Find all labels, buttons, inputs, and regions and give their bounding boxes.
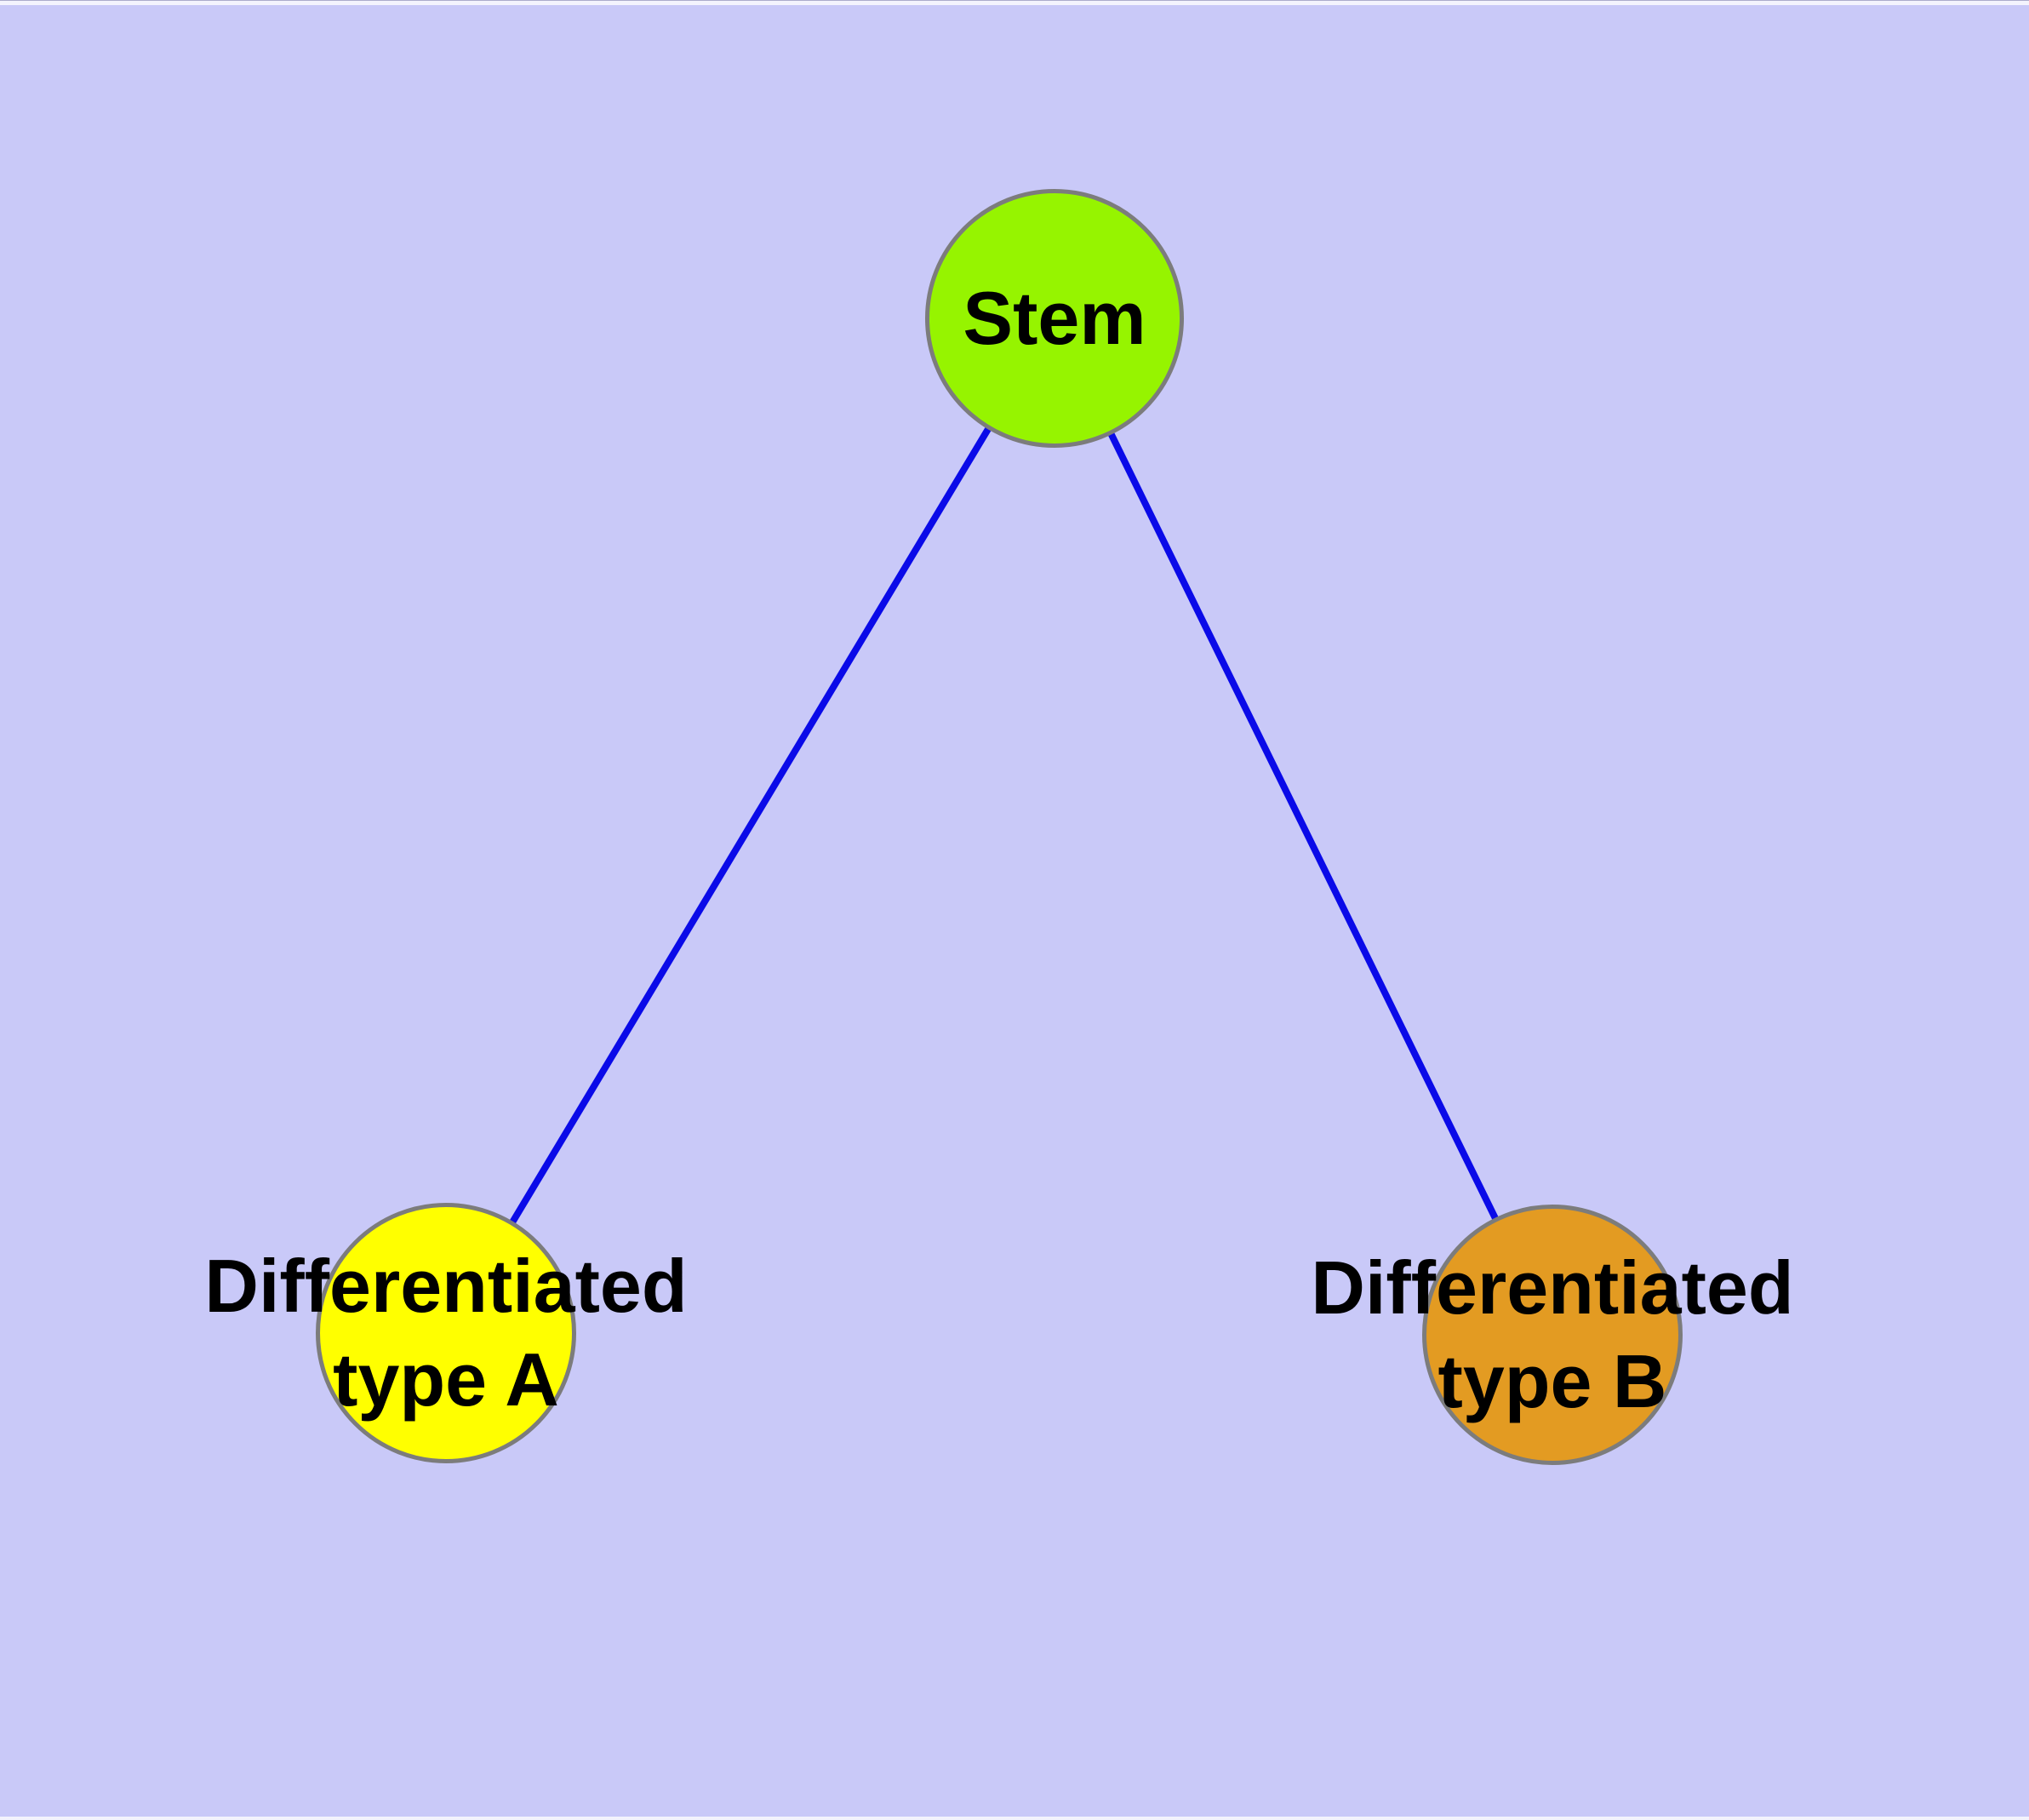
- node-differentiated-type-b: Differentiated type B: [1311, 1205, 1794, 1465]
- node-stem-label: Stem: [963, 272, 1146, 365]
- edge-stem-to-differentiated-type-a: [443, 316, 1058, 1336]
- node-differentiated-type-a: Differentiated type A: [204, 1203, 688, 1463]
- node-differentiated-type-b-label-line2: type B: [1437, 1339, 1667, 1423]
- node-differentiated-type-a-label: Differentiated type A: [204, 1239, 687, 1427]
- bottom-edge-highlight: [0, 1817, 2029, 1820]
- top-edge-highlight: [0, 0, 2029, 5]
- node-stem-label-line: Stem: [963, 276, 1146, 360]
- edge-stem-to-differentiated-type-b: [1051, 317, 1556, 1336]
- node-differentiated-type-b-label: Differentiated type B: [1311, 1241, 1793, 1428]
- node-differentiated-type-a-label-line2: type A: [333, 1337, 559, 1422]
- node-differentiated-type-a-label-line1: Differentiated: [204, 1244, 688, 1328]
- node-differentiated-type-b-label-line1: Differentiated: [1311, 1245, 1794, 1330]
- node-stem: Stem: [925, 189, 1184, 448]
